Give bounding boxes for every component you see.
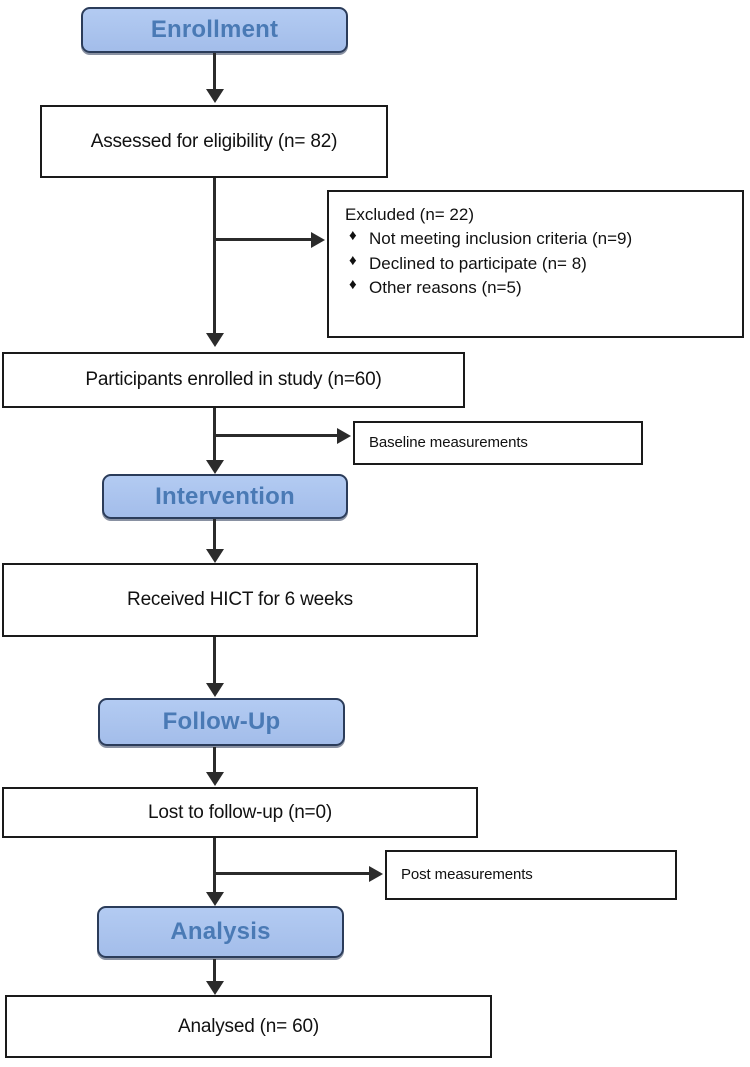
stage-header-follow-up-label: Follow-Up: [162, 708, 281, 735]
excluded-title: Excluded (n= 22): [345, 205, 474, 224]
arrowhead-followup-to-lost: [206, 772, 224, 786]
arrowhead-received-to-followup: [206, 683, 224, 697]
connector-lost-to-analysis: [213, 838, 216, 894]
node-assessed-for-eligibility-label: Assessed for eligibility (n= 82): [90, 130, 338, 152]
diamond-bullet-icon: ♦: [349, 275, 357, 293]
node-lost-to-follow-up: Lost to follow-up (n=0): [2, 787, 478, 838]
node-participants-enrolled-label: Participants enrolled in study (n=60): [85, 369, 382, 391]
node-post-measurements: Post measurements: [385, 850, 677, 900]
node-post-measurements-label: Post measurements: [401, 865, 533, 883]
list-item: ♦ Other reasons (n=5): [345, 275, 742, 298]
stage-header-follow-up: Follow-Up: [98, 698, 345, 746]
connector-to-post-measurements: [213, 872, 371, 875]
arrowhead-lost-to-analysis: [206, 892, 224, 906]
arrowhead-to-excluded: [311, 232, 325, 248]
stage-header-enrollment: Enrollment: [81, 7, 348, 53]
connector-enrollment-to-assessed: [213, 53, 216, 91]
node-received-intervention: Received HICT for 6 weeks: [2, 563, 478, 637]
connector-received-to-followup: [213, 637, 216, 685]
stage-header-intervention: Intervention: [102, 474, 348, 519]
connector-intervention-to-received: [213, 519, 216, 551]
stage-header-enrollment-label: Enrollment: [150, 16, 279, 43]
node-participants-enrolled: Participants enrolled in study (n=60): [2, 352, 465, 408]
excluded-reason-label: Other reasons (n=5): [369, 277, 522, 297]
node-baseline-measurements-label: Baseline measurements: [369, 433, 528, 451]
connector-analysis-to-analysed: [213, 959, 216, 983]
connector-followup-to-lost: [213, 747, 216, 775]
node-analysed-label: Analysed (n= 60): [178, 1015, 319, 1037]
diamond-bullet-icon: ♦: [349, 251, 357, 269]
node-excluded: Excluded (n= 22) ♦ Not meeting inclusion…: [327, 190, 744, 338]
stage-header-analysis: Analysis: [97, 906, 344, 958]
node-analysed: Analysed (n= 60): [5, 995, 492, 1058]
arrowhead-enrollment-to-assessed: [206, 89, 224, 103]
node-lost-to-follow-up-label: Lost to follow-up (n=0): [148, 801, 332, 823]
node-received-intervention-label: Received HICT for 6 weeks: [127, 589, 353, 611]
connector-to-baseline: [213, 434, 339, 437]
excluded-reason-label: Not meeting inclusion criteria (n=9): [369, 229, 633, 249]
excluded-reason-label: Declined to participate (n= 8): [369, 253, 587, 273]
diamond-bullet-icon: ♦: [349, 227, 357, 245]
stage-header-analysis-label: Analysis: [170, 918, 271, 945]
connector-to-excluded: [213, 238, 313, 241]
node-baseline-measurements: Baseline measurements: [353, 421, 643, 465]
list-item: ♦ Declined to participate (n= 8): [345, 251, 742, 274]
list-item: ♦ Not meeting inclusion criteria (n=9): [345, 227, 742, 249]
arrowhead-to-baseline: [337, 428, 351, 444]
node-assessed-for-eligibility: Assessed for eligibility (n= 82): [40, 105, 388, 178]
arrowhead-enrolled-to-intervention: [206, 460, 224, 474]
connector-assessed-to-enrolled: [213, 178, 216, 335]
arrowhead-assessed-to-enrolled: [206, 333, 224, 347]
arrowhead-analysis-to-analysed: [206, 981, 224, 995]
stage-header-intervention-label: Intervention: [155, 482, 295, 510]
arrowhead-to-post-measurements: [369, 866, 383, 882]
arrowhead-intervention-to-received: [206, 549, 224, 563]
excluded-reason-list: ♦ Not meeting inclusion criteria (n=9) ♦…: [345, 227, 742, 298]
